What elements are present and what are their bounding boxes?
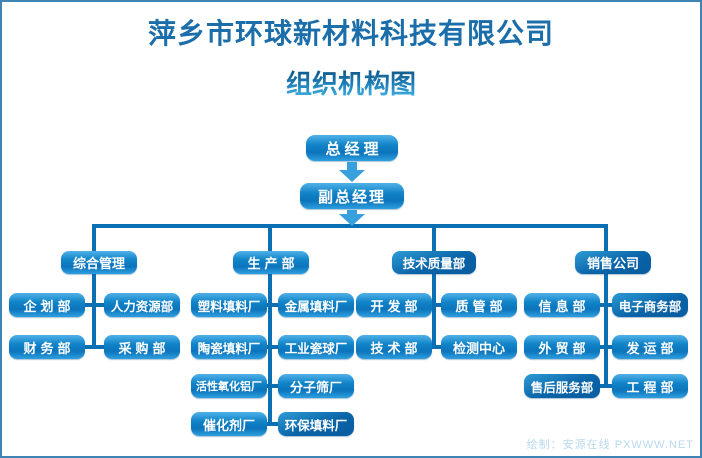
org-node: 陶瓷填料厂 — [191, 335, 267, 359]
connector-line — [268, 273, 272, 426]
org-node: 信息部 — [524, 293, 600, 317]
company-title: 萍乡市环球新材料科技有限公司 — [147, 18, 554, 49]
down-arrow-icon — [339, 214, 365, 226]
org-node: 人力资源部 — [104, 293, 180, 317]
org-node: 金属填料厂 — [278, 293, 354, 317]
org-node: 活性氧化铝厂 — [191, 374, 267, 398]
connector-line — [590, 384, 622, 388]
org-node: 技术部 — [356, 335, 432, 359]
connector-line — [257, 422, 288, 426]
connector-line — [257, 345, 288, 349]
org-root-node: 总经理 — [306, 135, 398, 161]
watermark-credit: 绘制：安源在线 PXWWW.NET — [526, 439, 694, 451]
connector-line — [257, 384, 288, 388]
org-branch-node: 技术质量部 — [392, 251, 476, 274]
down-arrow-tail — [347, 162, 357, 170]
connector-line — [604, 224, 608, 251]
org-node: 工程部 — [612, 374, 688, 398]
org-node: 外贸部 — [524, 335, 600, 359]
connector-line — [590, 345, 622, 349]
org-branch-node: 销售公司 — [575, 251, 651, 274]
down-arrow-icon — [339, 170, 365, 182]
connector-line — [257, 303, 288, 307]
org-node: 企划部 — [9, 293, 85, 317]
connector-line — [432, 273, 436, 349]
chart-title: 组织机构图 — [2, 64, 700, 101]
org-node: 财务部 — [9, 335, 85, 359]
org-branch-node: 综合管理 — [61, 251, 137, 274]
connector-line — [432, 224, 436, 251]
org-node: 采购部 — [104, 335, 180, 359]
connector-line — [268, 224, 272, 251]
connector-line — [422, 345, 451, 349]
org-branch-node: 生产部 — [233, 251, 309, 274]
down-arrow-tail — [347, 210, 357, 214]
org-node: 发运部 — [612, 335, 688, 359]
connector-line — [604, 273, 608, 388]
connector-line — [75, 303, 114, 307]
connector-line — [590, 303, 622, 307]
connector-line — [92, 273, 96, 349]
org-node: 环保填料厂 — [278, 412, 354, 436]
connector-line — [422, 303, 451, 307]
org-node: 塑料填料厂 — [191, 293, 267, 317]
org-node: 开发部 — [356, 293, 432, 317]
org-node: 售后服务部 — [524, 374, 600, 398]
org-node: 电子商务部 — [612, 293, 688, 317]
org-node: 分子筛厂 — [278, 374, 354, 398]
org-node: 工业瓷球厂 — [278, 335, 354, 359]
org-node: 催化剂厂 — [191, 412, 267, 436]
org-node: 检测中心 — [441, 335, 517, 359]
connector-line — [92, 224, 608, 228]
org-deputy-node: 副总经理 — [300, 183, 404, 209]
org-node: 质管部 — [441, 293, 517, 317]
connector-line — [75, 345, 114, 349]
connector-line — [92, 224, 96, 251]
